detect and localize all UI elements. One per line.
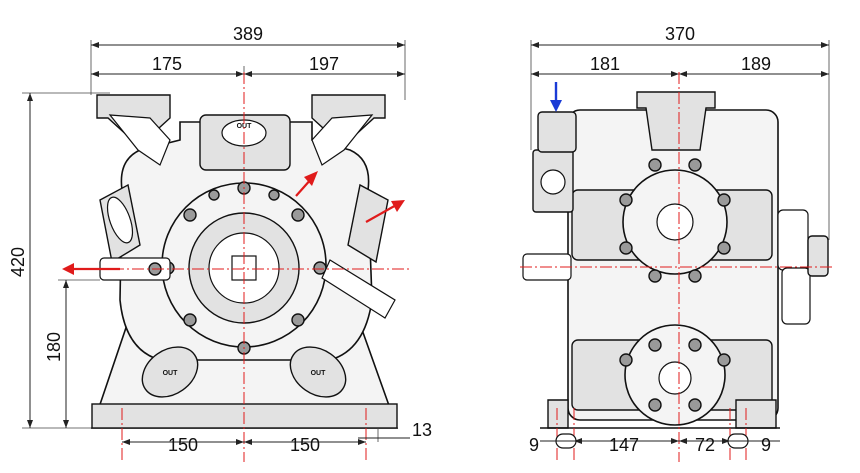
left-out-port — [106, 196, 134, 244]
right-foot — [735, 399, 777, 429]
front-view: 389 175 197 420 180 — [8, 24, 432, 462]
blue-down-arrow-icon — [550, 82, 562, 112]
dim-181: 181 — [590, 54, 620, 74]
dim-150-left: 150 — [168, 435, 198, 455]
bottom-left-out-label: OUT — [163, 370, 179, 377]
dim-9-left: 9 — [529, 435, 539, 455]
inlet-port — [540, 169, 566, 195]
right-valve-housing — [347, 183, 389, 264]
dim-389: 389 — [233, 24, 263, 44]
right-fitting-upper — [777, 209, 809, 271]
flange-bolts — [161, 181, 327, 355]
dim-420: 420 — [8, 247, 28, 277]
dim-180: 180 — [44, 332, 64, 362]
dim-9-right: 9 — [761, 435, 771, 455]
flow-arrows — [62, 171, 405, 275]
dim-189: 189 — [741, 54, 771, 74]
right-fitting-lower — [781, 267, 811, 325]
dim-13: 13 — [412, 420, 432, 440]
side-top-manifold — [636, 91, 716, 151]
dim-147: 147 — [609, 435, 639, 455]
dim-72: 72 — [695, 435, 715, 455]
lower-diaphragm-center — [658, 361, 692, 395]
right-fitting — [321, 259, 396, 319]
left-foot — [547, 399, 569, 429]
bottom-left-out-port — [141, 346, 199, 398]
side-view: 370 181 189 — [520, 24, 835, 462]
right-neck — [311, 114, 374, 166]
dim-150-right: 150 — [290, 435, 320, 455]
inlet-fitting — [537, 111, 577, 153]
dim-175: 175 — [152, 54, 182, 74]
dim-370: 370 — [665, 24, 695, 44]
bottom-right-out-port — [289, 346, 347, 398]
dim-197: 197 — [309, 54, 339, 74]
right-nozzle — [807, 235, 829, 277]
side-bolts — [619, 158, 731, 412]
top-out-label: OUT — [237, 123, 253, 130]
bottom-right-out-label: OUT — [311, 370, 327, 377]
left-neck — [108, 114, 171, 166]
upper-diaphragm-center — [656, 203, 694, 241]
